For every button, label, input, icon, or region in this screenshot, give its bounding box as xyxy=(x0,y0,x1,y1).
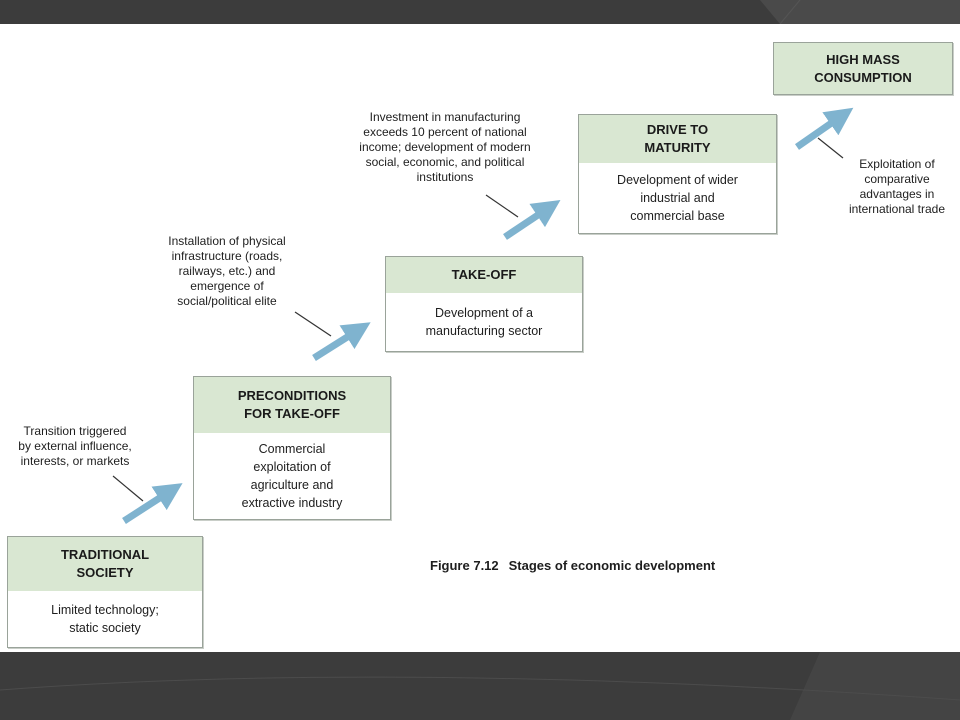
stage-description: Limited technology; static society xyxy=(51,603,159,635)
diagram-slide: TRADITIONAL SOCIETY Limited technology; … xyxy=(0,24,960,652)
arrows-layer xyxy=(112,107,854,524)
pointer-line-2 xyxy=(294,311,332,337)
stage-box-traditional-society: TRADITIONAL SOCIETY Limited technology; … xyxy=(7,536,203,648)
arrow-stage-3-to-4 xyxy=(503,200,561,240)
stage-title: DRIVE TO MATURITY xyxy=(579,115,776,163)
transition-note-1: Transition triggered by external influen… xyxy=(18,424,132,468)
transition-note-3: Investment in manufacturing exceeds 10 p… xyxy=(359,110,531,184)
figure-number: Figure 7.12 xyxy=(430,558,499,573)
arrow-stage-1-to-2 xyxy=(122,483,183,524)
stage-box-preconditions: PRECONDITIONS FOR TAKE-OFF Commercial ex… xyxy=(193,376,391,520)
transition-note-2: Installation of physical infrastructure … xyxy=(168,234,286,308)
stage-box-take-off: TAKE-OFF Development of a manufacturing … xyxy=(385,256,583,352)
arrow-stage-4-to-5 xyxy=(795,107,854,150)
pointer-line-4 xyxy=(817,137,844,159)
arrow-stage-2-to-3 xyxy=(312,322,371,361)
stage-title: TRADITIONAL SOCIETY xyxy=(8,537,202,591)
pointer-line-3 xyxy=(485,194,519,218)
stage-title: PRECONDITIONS FOR TAKE-OFF xyxy=(194,377,390,433)
stage-description: Development of wider industrial and comm… xyxy=(617,173,738,223)
figure-title: Stages of economic development xyxy=(508,558,716,573)
stage-title: HIGH MASS CONSUMPTION xyxy=(774,43,952,94)
figure-caption: Figure 7.12 Stages of economic developmen… xyxy=(430,558,715,573)
stage-description: Development of a manufacturing sector xyxy=(425,306,543,338)
pointer-line-1 xyxy=(112,475,144,502)
transition-note-4: Exploitation of comparative advantages i… xyxy=(848,157,946,216)
stage-box-high-mass-consumption: HIGH MASS CONSUMPTION xyxy=(773,42,953,95)
stage-box-drive-to-maturity: DRIVE TO MATURITY Development of wider i… xyxy=(578,114,777,234)
stage-description: Commercial exploitation of agriculture a… xyxy=(241,442,343,510)
stage-title: TAKE-OFF xyxy=(386,257,582,293)
